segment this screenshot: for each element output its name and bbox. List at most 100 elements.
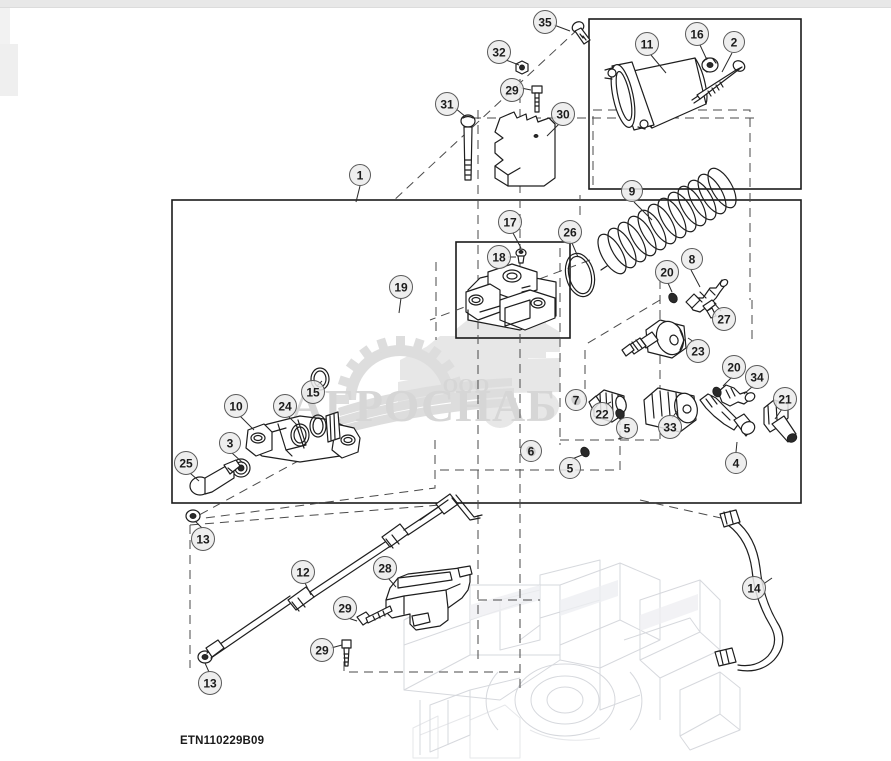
callout-circle-3: [219, 432, 241, 454]
callout-22[interactable]: 22: [590, 402, 614, 426]
callout-number-7: 7: [573, 394, 580, 408]
callout-33[interactable]: 33: [658, 415, 682, 439]
callout-13[interactable]: 13: [191, 527, 215, 551]
callout-4[interactable]: 4: [725, 452, 747, 474]
callout-circle-6: [520, 440, 542, 462]
part-12-control-cable: [205, 493, 483, 659]
callout-25[interactable]: 25: [174, 451, 198, 475]
callout-number-10: 10: [229, 400, 243, 414]
callout-circle-32: [487, 40, 511, 64]
callout-number-5: 5: [567, 462, 574, 476]
callout-number-25: 25: [179, 457, 193, 471]
callout-number-27: 27: [717, 313, 731, 327]
callout-32[interactable]: 32: [487, 40, 511, 64]
callout-number-19: 19: [394, 281, 408, 295]
callout-circle-23: [686, 339, 710, 363]
callout-circle-16: [685, 22, 709, 46]
callout-9[interactable]: 9: [621, 180, 643, 202]
callout-number-17: 17: [503, 216, 517, 230]
callout-number-29: 29: [505, 84, 519, 98]
callout-circle-33: [658, 415, 682, 439]
callout-24[interactable]: 24: [273, 394, 297, 418]
part-20a-seal: [668, 292, 678, 304]
callout-circle-20: [655, 260, 679, 284]
callout-34[interactable]: 34: [745, 365, 769, 389]
callout-circle-5: [616, 417, 638, 439]
callout-bubbles-layer: 1234556789101112131314151617181920202122…: [174, 10, 797, 695]
callout-20[interactable]: 20: [722, 355, 746, 379]
part-13a-end-fitting: [185, 509, 201, 523]
callout-number-8: 8: [689, 253, 696, 267]
callout-13[interactable]: 13: [198, 671, 222, 695]
callout-21[interactable]: 21: [773, 387, 797, 411]
callout-number-26: 26: [563, 226, 577, 240]
callout-1[interactable]: 1: [349, 164, 371, 186]
callout-27[interactable]: 27: [712, 307, 736, 331]
callout-number-9: 9: [629, 185, 636, 199]
part-31-bolt: [460, 114, 476, 181]
callout-2[interactable]: 2: [723, 31, 745, 53]
part-29c-bolt: [341, 639, 352, 667]
callout-circle-34: [745, 365, 769, 389]
gear-sunburst-icon: [334, 336, 516, 436]
callout-19[interactable]: 19: [389, 275, 413, 299]
callout-number-3: 3: [227, 437, 234, 451]
callout-29[interactable]: 29: [310, 638, 334, 662]
callout-10[interactable]: 10: [224, 394, 248, 418]
callout-circle-21: [773, 387, 797, 411]
callout-circle-24: [273, 394, 297, 418]
callout-12[interactable]: 12: [291, 560, 315, 584]
callout-number-33: 33: [663, 421, 677, 435]
callout-14[interactable]: 14: [742, 576, 766, 600]
callout-31[interactable]: 31: [435, 92, 459, 116]
callout-30[interactable]: 30: [551, 102, 575, 126]
part-14-hydraulic-tube: [714, 509, 784, 672]
callout-circle-29: [500, 78, 524, 102]
part-27-fitting: [702, 299, 717, 319]
callout-number-30: 30: [556, 108, 570, 122]
callout-23[interactable]: 23: [686, 339, 710, 363]
callout-11[interactable]: 11: [635, 32, 659, 56]
part-32-nut: [515, 60, 529, 75]
callout-circle-4: [725, 452, 747, 474]
callout-circle-13: [191, 527, 215, 551]
part-25-pivot-pin: [189, 459, 241, 496]
callout-number-16: 16: [690, 28, 704, 42]
callout-circle-13: [198, 671, 222, 695]
callout-circle-17: [498, 210, 522, 234]
callout-number-13: 13: [203, 677, 217, 691]
callout-5[interactable]: 5: [616, 417, 638, 439]
callout-circle-15: [301, 380, 325, 404]
callout-29[interactable]: 29: [333, 596, 357, 620]
part-29b-bolt: [356, 605, 393, 626]
callout-circle-22: [590, 402, 614, 426]
callout-7[interactable]: 7: [565, 389, 587, 411]
callout-number-20: 20: [727, 361, 741, 375]
callout-circle-27: [712, 307, 736, 331]
callout-28[interactable]: 28: [373, 556, 397, 580]
callout-18[interactable]: 18: [487, 245, 511, 269]
part-2-bolt: [691, 60, 746, 104]
callout-number-29: 29: [315, 644, 329, 658]
callout-20[interactable]: 20: [655, 260, 679, 284]
valve-detail-box: [455, 241, 571, 339]
callout-8[interactable]: 8: [681, 248, 703, 270]
callout-number-13: 13: [196, 533, 210, 547]
part-8-valve-cartridge: [685, 278, 729, 313]
part-17-valve-block: [465, 263, 557, 331]
callout-35[interactable]: 35: [533, 10, 557, 34]
callout-16[interactable]: 16: [685, 22, 709, 46]
callout-6[interactable]: 6: [520, 440, 542, 462]
callout-circle-12: [291, 560, 315, 584]
callout-5[interactable]: 5: [559, 457, 581, 479]
callout-17[interactable]: 17: [498, 210, 522, 234]
part-33-spool: [643, 387, 698, 433]
callout-26[interactable]: 26: [558, 220, 582, 244]
callout-15[interactable]: 15: [301, 380, 325, 404]
callout-3[interactable]: 3: [219, 432, 241, 454]
part-16-washer: [701, 57, 719, 73]
callout-circle-1: [349, 164, 371, 186]
callout-29[interactable]: 29: [500, 78, 524, 102]
callout-number-15: 15: [306, 386, 320, 400]
